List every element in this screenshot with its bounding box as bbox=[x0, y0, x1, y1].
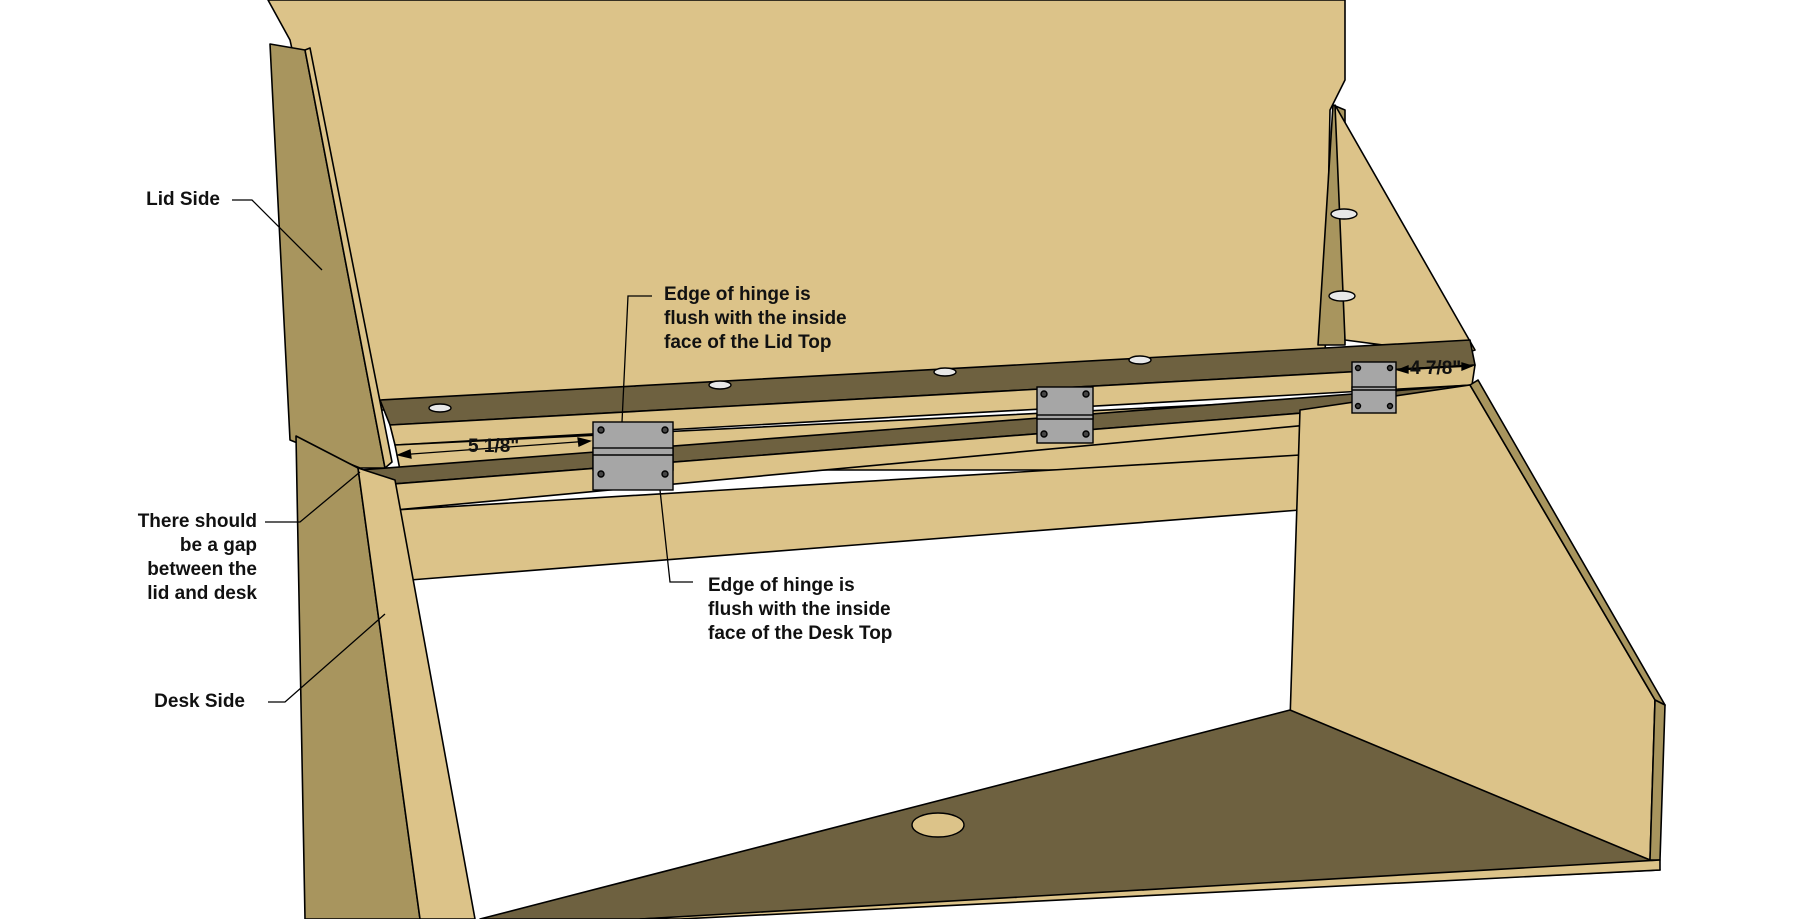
pocket-hole-icon bbox=[933, 367, 957, 377]
hinge-desk-note-line-1: Edge of hinge is bbox=[708, 575, 855, 596]
lid-side-left bbox=[269, 43, 386, 469]
label-gap-note: There should be a gap between the lid an… bbox=[95, 510, 257, 606]
pocket-hole-icon bbox=[708, 380, 732, 390]
hinge-icon bbox=[592, 421, 674, 491]
dimension-right-offset: 4 7/8" bbox=[1410, 358, 1462, 379]
label-lid-side: Lid Side bbox=[146, 189, 220, 210]
desk-bottom-front bbox=[639, 859, 1661, 919]
hinge-icon bbox=[1036, 386, 1094, 444]
pocket-hole-icon bbox=[1328, 290, 1356, 302]
label-desk-side: Desk Side bbox=[154, 691, 245, 712]
leader-hinge-lid bbox=[621, 295, 652, 423]
hinge-lid-note-line-2: flush with the inside bbox=[664, 308, 847, 329]
leader-desk-side bbox=[268, 613, 386, 703]
pocket-hole-icon bbox=[1330, 208, 1358, 220]
gap-note-line-1: There should bbox=[137, 511, 257, 532]
gap-note-line-4: lid and desk bbox=[147, 583, 257, 604]
desk-side-left bbox=[295, 435, 421, 919]
pocket-hole-icon bbox=[1128, 355, 1152, 365]
hinges bbox=[592, 361, 1397, 491]
pocket-hole-icon bbox=[428, 403, 452, 413]
lid-side-right-face bbox=[1334, 104, 1476, 356]
hinge-desk-note-line-2: flush with the inside bbox=[708, 599, 891, 620]
dimension-left-offset: 5 1/8" bbox=[468, 436, 520, 457]
dimension-lines bbox=[395, 362, 1474, 459]
hinge-desk-note-line-3: face of the Desk Top bbox=[708, 623, 893, 644]
pocket-holes bbox=[428, 208, 1358, 838]
leader-gap bbox=[265, 471, 361, 523]
hinge-icon bbox=[1351, 361, 1397, 414]
lid-side-left-edge bbox=[304, 47, 393, 469]
leader-hinge-desk bbox=[659, 489, 693, 583]
hinge-lid-note-line-3: face of the Lid Top bbox=[664, 332, 832, 353]
hinge-lid-note-line-1: Edge of hinge is bbox=[664, 284, 811, 305]
leader-lid-side bbox=[232, 199, 323, 271]
pocket-hole-icon bbox=[911, 812, 965, 838]
gap-note-line-2: be a gap bbox=[179, 535, 257, 556]
label-hinge-desk-note: Edge of hinge is flush with the inside f… bbox=[708, 574, 892, 646]
label-hinge-lid-note: Edge of hinge is flush with the inside f… bbox=[664, 283, 847, 355]
leader-lines bbox=[232, 199, 693, 703]
desk-side-left-edge bbox=[357, 467, 476, 919]
gap-note-line-3: between the bbox=[147, 559, 257, 580]
